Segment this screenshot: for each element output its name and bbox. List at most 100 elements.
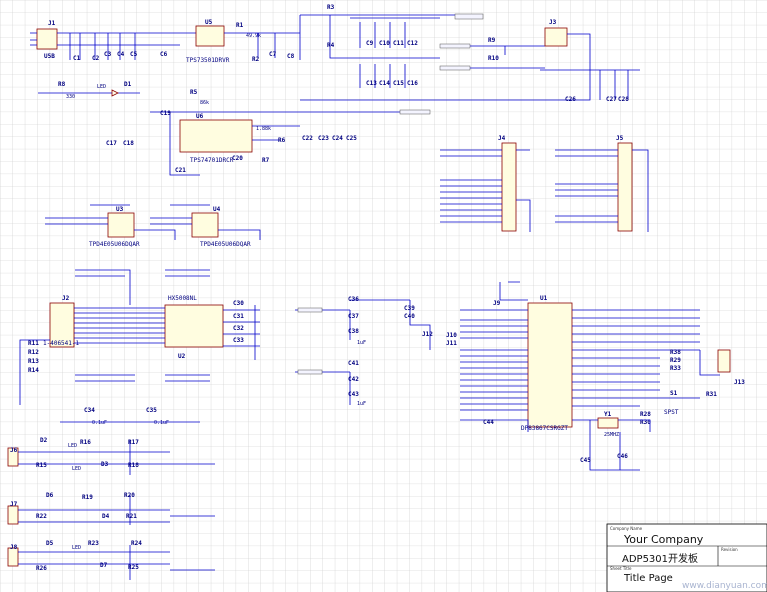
led-section: J6 J7 J8 D2 LED R16 R17 R15 LED D3 R18 D… bbox=[7, 437, 215, 580]
ref-j1: J1 bbox=[48, 20, 56, 27]
val-c35: 0.1uF bbox=[154, 420, 169, 426]
ref-c10: C10 bbox=[379, 40, 390, 47]
ref-c20: C20 bbox=[232, 155, 243, 162]
val-r1: 49.9k bbox=[246, 33, 261, 39]
ref-j6: J6 bbox=[10, 447, 18, 454]
sheet-title-label: Sheet Title bbox=[610, 566, 632, 571]
ref-j4: J4 bbox=[498, 135, 506, 142]
header-j13[interactable] bbox=[717, 349, 731, 373]
net-label-2 bbox=[439, 43, 471, 49]
ref-d2: D2 bbox=[40, 437, 48, 444]
phy-section: U1 DP83867CSRGZT J9 J10 J11 J13 R38 R29 … bbox=[446, 281, 745, 471]
ref-r2: R2 bbox=[252, 56, 260, 63]
ref-r18: R18 bbox=[128, 462, 139, 469]
ref-c38: C38 bbox=[348, 328, 359, 335]
project-title: ADP5301开发板 bbox=[622, 552, 698, 565]
ref-r8: R8 bbox=[58, 81, 66, 88]
ref-j12: J12 bbox=[422, 331, 433, 338]
tvs-section: U3 TPD4E05U06DQAR U4 TPD4E05U06DQAR bbox=[45, 204, 261, 248]
part-u4: TPD4E05U06DQAR bbox=[200, 241, 251, 248]
ref-c32: C32 bbox=[233, 325, 244, 332]
header-j6[interactable] bbox=[7, 447, 19, 467]
chip-u1[interactable] bbox=[527, 302, 573, 428]
net-label-1 bbox=[454, 13, 484, 20]
ref-r15: R15 bbox=[36, 462, 47, 469]
ref-r24: R24 bbox=[131, 540, 142, 547]
net-label-u6 bbox=[399, 109, 431, 115]
ref-s1: S1 bbox=[670, 390, 678, 397]
ref-j2: J2 bbox=[62, 295, 70, 302]
part-u2: HX5008NL bbox=[168, 295, 197, 302]
ref-r13: R13 bbox=[28, 358, 39, 365]
val-c34: 0.1uF bbox=[92, 420, 107, 426]
led-label-d5: LED bbox=[72, 545, 81, 551]
ref-c19: C19 bbox=[160, 110, 171, 117]
ref-c22: C22 bbox=[302, 135, 313, 142]
ref-c15: C15 bbox=[393, 80, 404, 87]
chip-u2[interactable] bbox=[164, 304, 224, 348]
header-j4[interactable] bbox=[501, 142, 517, 232]
header-j7[interactable] bbox=[7, 505, 19, 525]
ref-d7: D7 bbox=[100, 562, 108, 569]
magnetics-section: J2 1-406541-1 HX5008NL U2 C30 C31 C32 C3… bbox=[19, 269, 260, 405]
ref-c39: C39 bbox=[404, 305, 415, 312]
ref-c27: C27 bbox=[606, 96, 617, 103]
ref-c28: C28 bbox=[618, 96, 629, 103]
ref-c5: C5 bbox=[130, 51, 138, 58]
ref-u5b: U5B bbox=[44, 53, 55, 60]
ref-r22: R22 bbox=[36, 513, 47, 520]
val-c43: 1uF bbox=[357, 401, 366, 407]
chip-u5[interactable] bbox=[195, 25, 225, 47]
val-r6: 1.88k bbox=[256, 126, 271, 132]
ref-r17: R17 bbox=[128, 439, 139, 446]
rj45-j2[interactable] bbox=[49, 302, 75, 348]
part-u1: DP83867CSRGZT bbox=[521, 425, 568, 432]
header-j5[interactable] bbox=[617, 142, 633, 232]
crystal-y1[interactable] bbox=[597, 417, 619, 429]
val-y1: 25MHZ bbox=[604, 432, 619, 438]
val-r5: 86k bbox=[200, 100, 209, 106]
chip-u3[interactable] bbox=[107, 212, 135, 238]
part-s1: SPST bbox=[664, 409, 679, 416]
ref-c40: C40 bbox=[404, 313, 415, 320]
ref-r26: R26 bbox=[36, 565, 47, 572]
chip-u4[interactable] bbox=[191, 212, 219, 238]
ref-c16: C16 bbox=[407, 80, 418, 87]
ref-r6: R6 bbox=[278, 137, 286, 144]
ref-u4: U4 bbox=[213, 206, 221, 213]
ref-c36: C36 bbox=[348, 296, 359, 303]
header-j3[interactable] bbox=[544, 27, 568, 47]
ref-c31: C31 bbox=[233, 313, 244, 320]
chip-u6[interactable] bbox=[179, 119, 253, 153]
ref-r28: R28 bbox=[640, 411, 651, 418]
ref-c34: C34 bbox=[84, 407, 95, 414]
ref-c42: C42 bbox=[348, 376, 359, 383]
watermark: www.dianyuan.com bbox=[682, 581, 767, 591]
header-j8[interactable] bbox=[7, 547, 19, 567]
ref-r31: R31 bbox=[706, 391, 717, 398]
title-block-frame bbox=[606, 523, 767, 592]
ref-c24: C24 bbox=[332, 135, 343, 142]
part-u3: TPD4E05U06DQAR bbox=[89, 241, 140, 248]
connector-j1[interactable] bbox=[36, 28, 58, 50]
ref-r10: R10 bbox=[488, 55, 499, 62]
ref-r4: R4 bbox=[327, 42, 335, 49]
ref-y1: Y1 bbox=[604, 411, 612, 418]
ref-c11: C11 bbox=[393, 40, 404, 47]
ref-c41: C41 bbox=[348, 360, 359, 367]
company-name-label: Company Name bbox=[610, 526, 643, 531]
ref-r20: R20 bbox=[124, 492, 135, 499]
ref-c8: C8 bbox=[287, 53, 295, 60]
ref-c25: C25 bbox=[346, 135, 357, 142]
val-c38: 1uF bbox=[357, 340, 366, 346]
ref-r29: R29 bbox=[670, 357, 681, 364]
part-j2: 1-406541-1 bbox=[43, 340, 80, 347]
ref-u5: U5 bbox=[205, 19, 213, 26]
ref-j7: J7 bbox=[10, 501, 18, 508]
ref-r1: R1 bbox=[236, 22, 244, 29]
ref-r30: R30 bbox=[640, 419, 651, 426]
ref-c23: C23 bbox=[318, 135, 329, 142]
ref-r3: R3 bbox=[327, 4, 335, 11]
